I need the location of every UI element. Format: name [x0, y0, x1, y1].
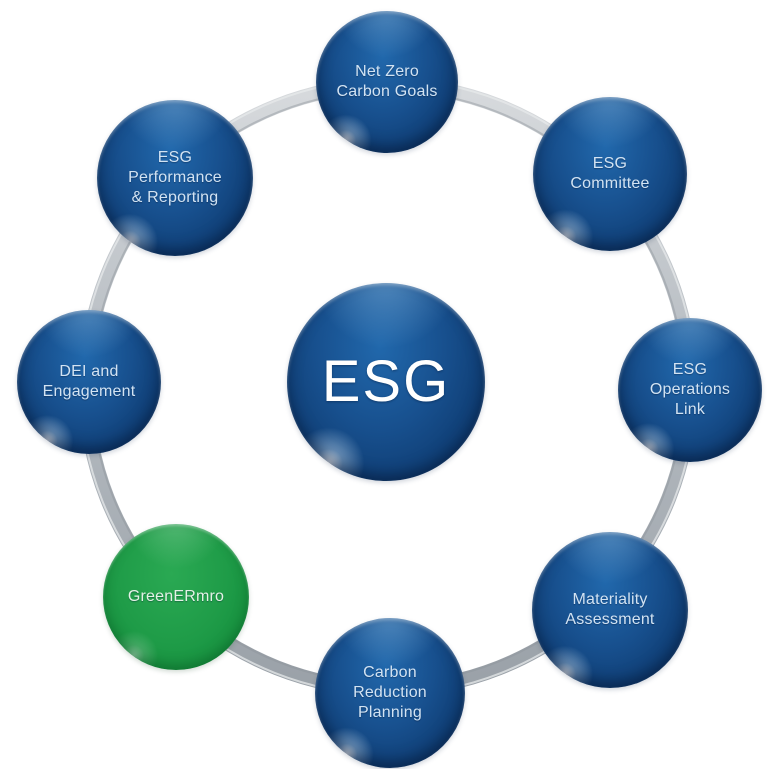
node-esg-committee: ESG Committee	[533, 97, 687, 251]
node-net-zero-carbon-goals: Net Zero Carbon Goals	[316, 11, 458, 153]
node-label: ESG Performance & Reporting	[128, 149, 222, 206]
node-label: GreenERmro	[127, 588, 225, 605]
node-esg-center: ESG	[287, 283, 485, 481]
center-label: ESG	[321, 349, 451, 414]
node-label: Materiality Assessment	[565, 591, 655, 628]
node-label: ESG Committee	[570, 155, 650, 192]
node-label: Net Zero Carbon Goals	[336, 63, 438, 100]
node-greenermro: GreenERmro	[103, 524, 249, 670]
node-label: Carbon Reduction Planning	[353, 664, 427, 721]
node-materiality-assessment: Materiality Assessment	[532, 532, 688, 688]
node-label: DEI and Engagement	[42, 363, 136, 400]
node-esg-performance-reporting: ESG Performance & Reporting	[97, 100, 253, 256]
node-dei-and-engagement: DEI and Engagement	[17, 310, 161, 454]
node-esg-operations-link: ESG Operations Link	[618, 318, 762, 462]
node-carbon-reduction-planning: Carbon Reduction Planning	[315, 618, 465, 768]
node-label: ESG Operations Link	[649, 361, 731, 418]
